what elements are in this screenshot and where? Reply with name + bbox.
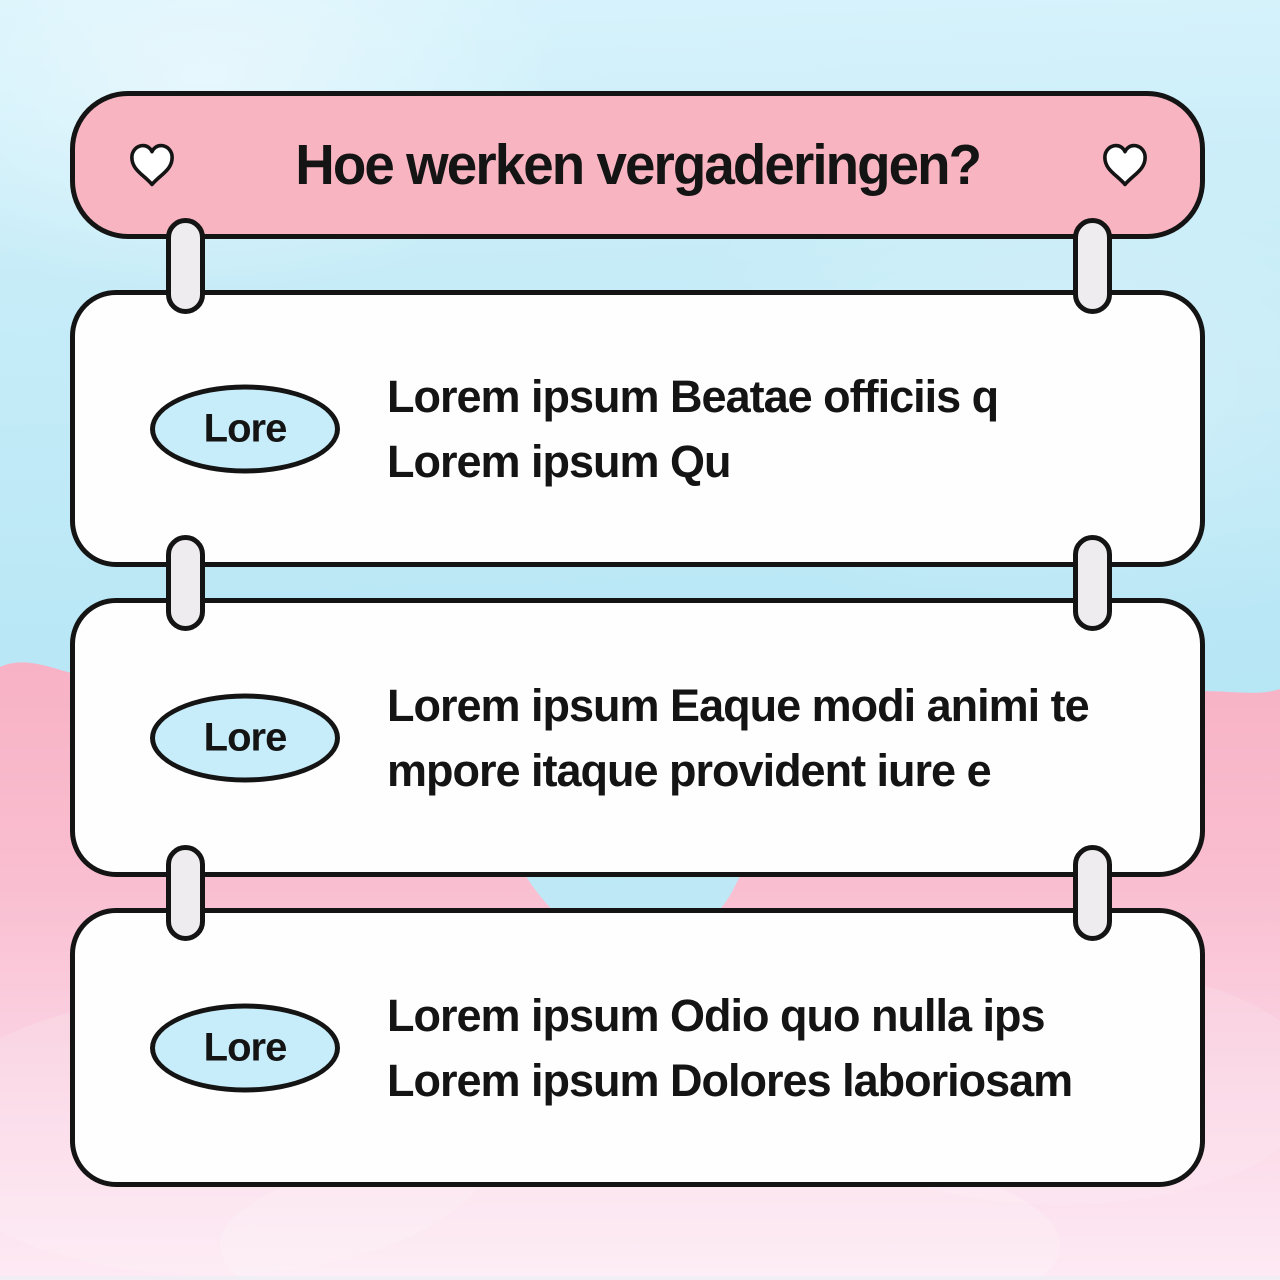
badge-label: Lore: [203, 715, 288, 759]
connector-pill: [1073, 218, 1112, 314]
card-text-line: Lorem ipsum Beatae officiis q: [387, 370, 999, 422]
connector-pill: [166, 845, 205, 941]
card-badge: Lore: [150, 693, 340, 782]
card-text-line: Lorem ipsum Qu: [387, 435, 732, 487]
card-badge: Lore: [150, 384, 340, 473]
card-text-line: Lorem ipsum Eaque modi animi te: [387, 679, 1090, 731]
info-card-2: Lore Lorem ipsum Eaque modi animi te mpo…: [70, 598, 1205, 877]
title-banner: Hoe werken vergaderingen?: [70, 91, 1205, 239]
info-card-3: Lore Lorem ipsum Odio quo nulla ips Lore…: [70, 908, 1205, 1187]
card-text: Lorem ipsum Beatae officiis q Lorem ipsu…: [387, 364, 999, 494]
connector-pill: [1073, 845, 1112, 941]
card-badge: Lore: [150, 1003, 340, 1092]
card-text-line: mpore itaque provident iure e: [387, 744, 992, 796]
card-text: Lorem ipsum Odio quo nulla ips Lorem ips…: [387, 983, 1073, 1113]
heart-icon: [1103, 143, 1147, 187]
info-card-1: Lore Lorem ipsum Beatae officiis q Lorem…: [70, 290, 1205, 567]
card-text-line: Lorem ipsum Odio quo nulla ips: [387, 989, 1046, 1041]
badge-label: Lore: [203, 406, 288, 450]
bottom-edge-strip: [0, 1276, 1280, 1280]
connector-pill: [166, 218, 205, 314]
page-title: Hoe werken vergaderingen?: [295, 133, 982, 197]
badge-label: Lore: [203, 1025, 288, 1069]
connector-pill: [166, 535, 205, 631]
heart-icon: [130, 143, 174, 187]
card-text-line: Lorem ipsum Dolores laboriosam: [387, 1054, 1073, 1106]
card-text: Lorem ipsum Eaque modi animi te mpore it…: [387, 673, 1090, 803]
connector-pill: [1073, 535, 1112, 631]
